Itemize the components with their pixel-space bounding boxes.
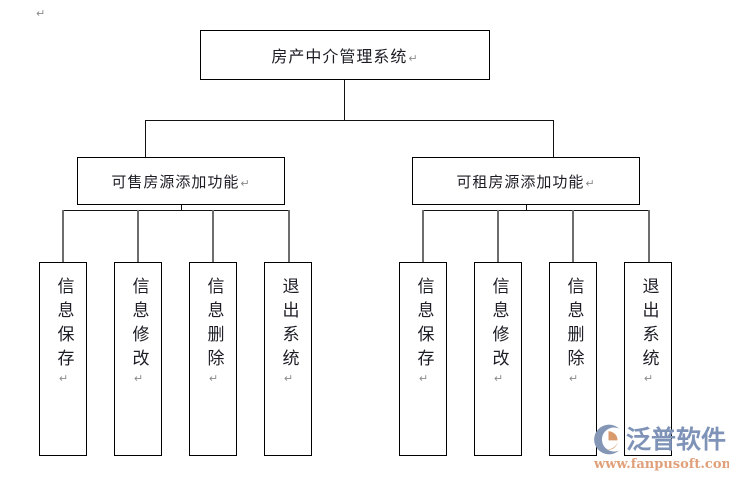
node-root-pilcrow: ↵ bbox=[408, 52, 419, 65]
node-leaf-text: 信息保存 bbox=[53, 277, 74, 373]
connector-sale-group-stem bbox=[181, 205, 182, 211]
node-leaf-text: 信息保存 bbox=[413, 277, 434, 373]
connector-rent-group-bar bbox=[423, 210, 649, 211]
node-leaf-label: 信息修改↵ bbox=[488, 277, 509, 385]
node-branch-sale: 可售房源添加功能↵ bbox=[77, 157, 285, 205]
node-branch-sale-label: 可售房源添加功能↵ bbox=[111, 171, 250, 192]
node-leaf-label: 信息保存↵ bbox=[53, 277, 74, 385]
node-branch-sale-text: 可售房源添加功能 bbox=[111, 172, 240, 191]
node-leaf-pilcrow: ↵ bbox=[418, 372, 429, 385]
node-leaf-text: 退出系统 bbox=[638, 277, 659, 373]
node-root-text: 房产中介管理系统 bbox=[271, 47, 408, 66]
node-leaf-label: 退出系统↵ bbox=[638, 277, 659, 385]
node-leaf-label: 退出系统↵ bbox=[278, 277, 299, 385]
node-leaf-label: 信息删除↵ bbox=[203, 277, 224, 385]
connector-leaf-drop bbox=[212, 210, 214, 262]
connector-leaf-drop bbox=[62, 210, 64, 262]
node-branch-rent-pilcrow: ↵ bbox=[585, 176, 596, 190]
node-leaf-text: 退出系统 bbox=[278, 277, 299, 373]
node-leaf-text: 信息删除 bbox=[203, 277, 224, 373]
node-leaf-label: 信息保存↵ bbox=[413, 277, 434, 385]
node-branch-rent-text: 可租房源添加功能 bbox=[456, 172, 585, 191]
node-root-label: 房产中介管理系统↵ bbox=[271, 43, 418, 67]
node-leaf-label: 信息修改↵ bbox=[128, 277, 149, 385]
node-branch-rent-label: 可租房源添加功能↵ bbox=[456, 171, 595, 192]
node-leaf-text: 信息修改 bbox=[488, 277, 509, 373]
node-leaf-pilcrow: ↵ bbox=[208, 372, 219, 385]
connector-level2-bar bbox=[145, 120, 554, 121]
connector-rent-drop bbox=[553, 120, 554, 158]
node-leaf-text: 信息修改 bbox=[128, 277, 149, 373]
connector-leaf-drop bbox=[572, 210, 574, 262]
page-pilcrow-mark: ↵ bbox=[36, 7, 46, 20]
connector-sale-group-bar bbox=[63, 210, 289, 211]
connector-leaf-drop bbox=[137, 210, 139, 262]
node-root-system: 房产中介管理系统↵ bbox=[200, 30, 490, 80]
node-leaf-sale-delete: 信息删除↵ bbox=[189, 262, 237, 456]
node-leaf-rent-delete: 信息删除↵ bbox=[549, 262, 597, 456]
node-leaf-pilcrow: ↵ bbox=[58, 372, 69, 385]
node-leaf-text: 信息删除 bbox=[563, 277, 584, 373]
node-leaf-sale-edit: 信息修改↵ bbox=[114, 262, 162, 456]
node-leaf-pilcrow: ↵ bbox=[283, 372, 294, 385]
node-leaf-pilcrow: ↵ bbox=[493, 372, 504, 385]
node-leaf-label: 信息删除↵ bbox=[563, 277, 584, 385]
node-leaf-pilcrow: ↵ bbox=[568, 372, 579, 385]
node-branch-sale-pilcrow: ↵ bbox=[240, 176, 251, 190]
connector-leaf-drop bbox=[422, 210, 424, 262]
watermark-url: www.fanpusoft.com bbox=[594, 457, 729, 472]
connector-sale-drop bbox=[145, 120, 146, 158]
node-leaf-sale-exit: 退出系统↵ bbox=[264, 262, 312, 456]
node-leaf-sale-save: 信息保存↵ bbox=[39, 262, 87, 456]
node-leaf-rent-edit: 信息修改↵ bbox=[474, 262, 522, 456]
node-leaf-rent-save: 信息保存↵ bbox=[399, 262, 447, 456]
connector-leaf-drop bbox=[288, 210, 290, 262]
node-branch-rent: 可租房源添加功能↵ bbox=[412, 157, 640, 205]
node-leaf-pilcrow: ↵ bbox=[643, 372, 654, 385]
node-leaf-rent-exit: 退出系统↵ bbox=[624, 262, 672, 456]
connector-root-stem bbox=[344, 80, 345, 121]
connector-leaf-drop bbox=[648, 210, 650, 262]
node-leaf-pilcrow: ↵ bbox=[133, 372, 144, 385]
connector-rent-group-stem bbox=[526, 205, 527, 211]
connector-leaf-drop bbox=[497, 210, 499, 262]
